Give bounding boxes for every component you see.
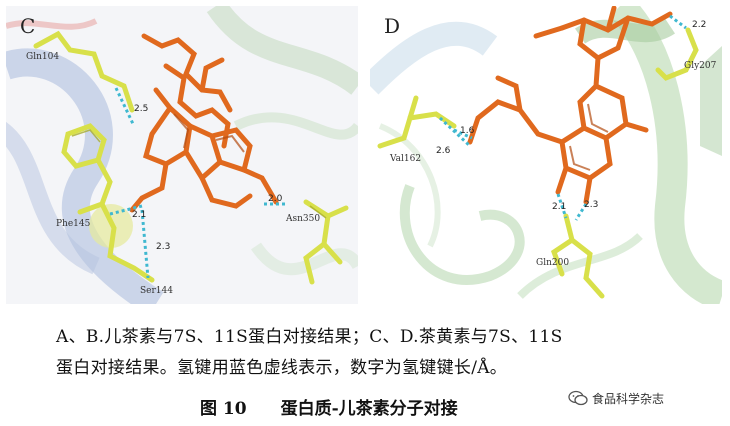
figure-label: 图 10 蛋白质-儿茶素分子对接 [200, 394, 458, 419]
panel-c: C Gln104 Phe145 Ser144 Asn350 2.5 2.1 2.… [6, 6, 358, 304]
panel-d: D Gly207 Val162 Gln200 2.2 1.6 2.6 2.1 2… [370, 6, 722, 304]
residue-sticks [33, 30, 349, 285]
residue-label-val162: Val162 [390, 154, 422, 164]
residue-label-gln104: Gln104 [26, 52, 60, 62]
ligand-molecule [129, 33, 279, 213]
watermark: 食品科学杂志 [568, 390, 664, 409]
residue-label-phe145: Phe145 [56, 219, 91, 229]
panel-d-structure [370, 6, 722, 304]
bond-length-label: 2.5 [134, 104, 149, 114]
bond-length-label: 2.2 [692, 20, 707, 30]
wechat-icon [568, 390, 588, 409]
figure-number: 图 10 [200, 399, 247, 419]
residue-label-ser144: Ser144 [140, 286, 173, 296]
bond-length-label: 2.3 [156, 242, 171, 252]
bond-length-label: 2.1 [552, 202, 567, 212]
panel-c-letter: C [20, 14, 36, 38]
caption-line-2: 蛋白对接结果。氢键用蓝色虚线表示，数字为氢键键长/Å。 [56, 358, 508, 378]
residue-label-gly207: Gly207 [684, 61, 717, 71]
residue-label-gln200: Gln200 [536, 258, 570, 268]
bond-length-label: 2.0 [268, 194, 283, 204]
hydrogen-bonds [109, 87, 286, 279]
caption-line-1: A、B.儿茶素与7S、11S蛋白对接结果；C、D.茶黄素与7S、11S [56, 327, 563, 347]
watermark-text: 食品科学杂志 [592, 392, 665, 406]
bond-length-label: 2.1 [132, 210, 147, 220]
panel-c-structure [6, 6, 358, 304]
bond-length-label: 1.6 [460, 126, 475, 136]
figure-title: 蛋白质-儿茶素分子对接 [280, 399, 458, 419]
hydrogen-bonds [438, 14, 687, 221]
bond-length-label: 2.6 [436, 146, 451, 156]
panel-d-letter: D [384, 14, 401, 38]
residue-label-asn350: Asn350 [286, 214, 321, 224]
bond-length-label: 2.3 [584, 200, 599, 210]
ligand-molecule [467, 6, 673, 205]
